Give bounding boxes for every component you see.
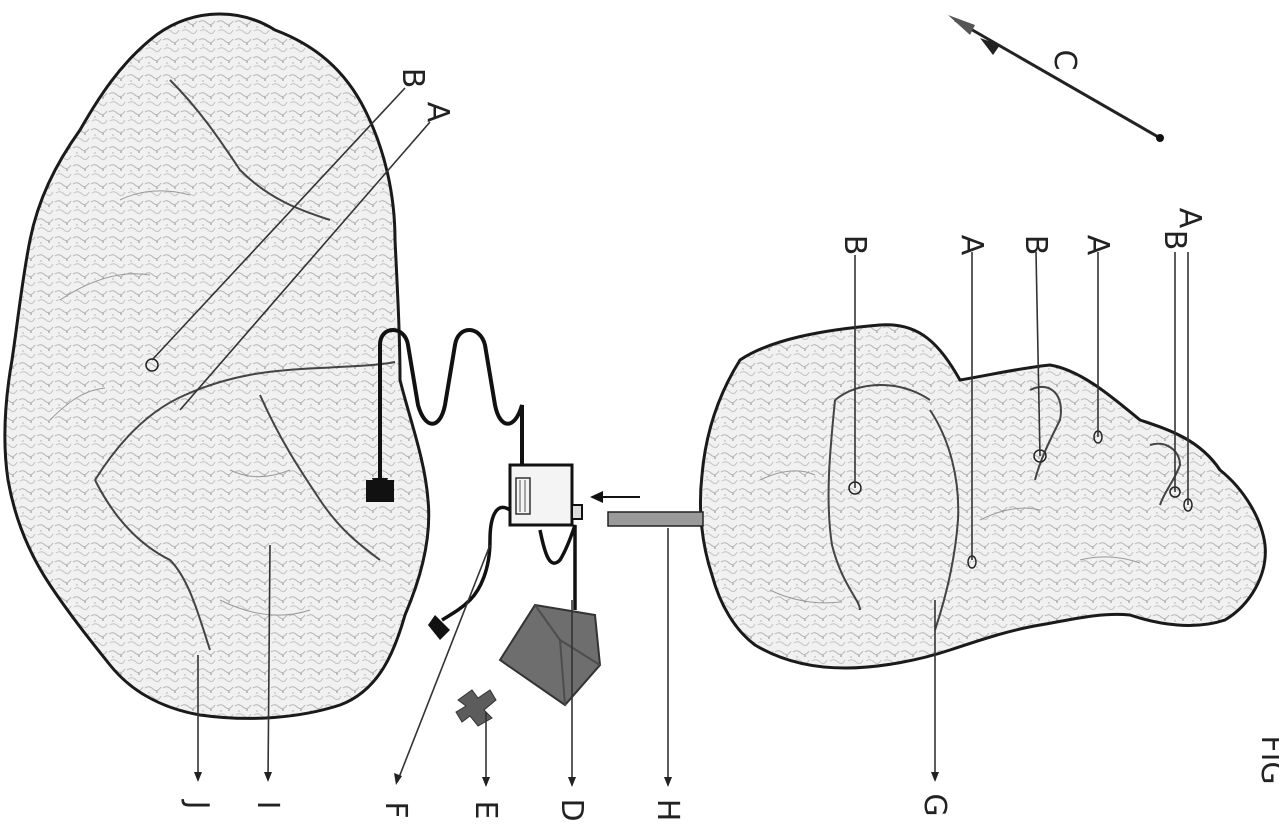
- label-b-upper-3: B: [1157, 230, 1192, 251]
- label-b-upper-1: B: [837, 235, 872, 256]
- connector-e: [456, 690, 496, 726]
- pump-f: [510, 465, 582, 525]
- transformer-d: [500, 605, 600, 705]
- label-e: E: [468, 801, 503, 820]
- label-i: I: [250, 801, 285, 810]
- tube-fitting-h: [590, 491, 703, 526]
- tubing-c: [948, 15, 1164, 142]
- label-j: J: [180, 799, 215, 810]
- label-g: G: [917, 793, 952, 816]
- label-h: H: [650, 799, 685, 822]
- label-a-lower: A: [420, 102, 455, 123]
- label-a-upper-1: A: [954, 235, 989, 256]
- label-d: D: [554, 798, 589, 821]
- label-b-lower: B: [395, 68, 430, 89]
- lower-rock-basin: [5, 14, 429, 718]
- label-f: F: [378, 801, 413, 818]
- label-a-upper-2: A: [1080, 235, 1115, 256]
- label-c: C: [1047, 50, 1082, 71]
- figure-caption-edge: FIG: [1254, 735, 1279, 784]
- label-a-upper-3: A: [1172, 208, 1207, 229]
- label-b-upper-2: B: [1018, 235, 1053, 256]
- upper-rock-waterfall: [700, 325, 1265, 668]
